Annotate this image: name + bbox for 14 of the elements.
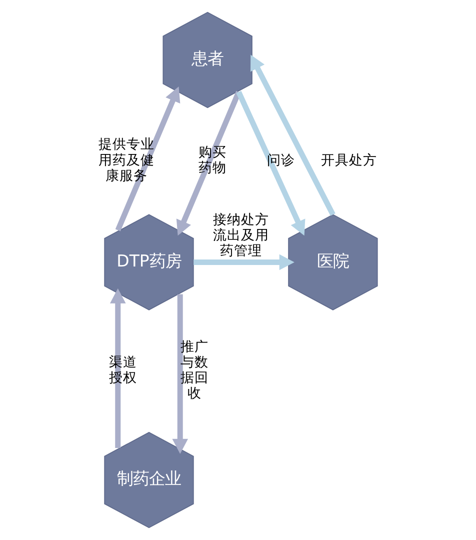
arrow	[115, 86, 180, 232]
edge-label: 提供专业用药及健康服务	[98, 136, 155, 184]
arrow	[172, 294, 188, 454]
edge-label: 推广与数据回收	[180, 338, 208, 402]
edge-label: 购买药物	[198, 144, 227, 176]
edge-label: 开具处方	[320, 152, 377, 168]
edge-label: 渠道授权	[108, 354, 137, 386]
edge-label: 接纳处方流出及用药管理	[212, 212, 269, 259]
edge-label: 问诊	[267, 152, 296, 168]
arrow	[236, 90, 306, 236]
arrow	[250, 54, 336, 216]
arrow	[110, 288, 126, 448]
arrow	[176, 90, 242, 236]
arrow	[194, 254, 294, 270]
